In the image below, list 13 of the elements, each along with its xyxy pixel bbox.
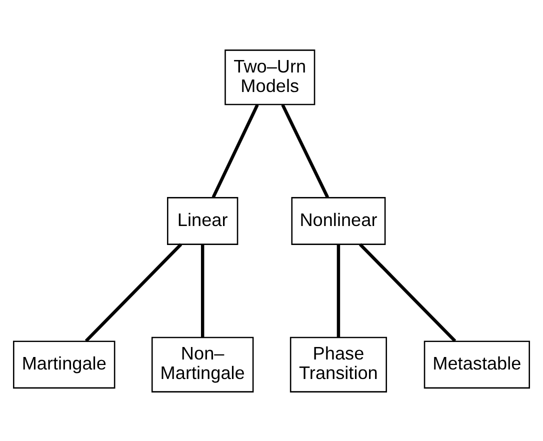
node-box: Two–Urn Models: [224, 49, 316, 105]
node-box: Linear: [167, 196, 238, 244]
connector: [212, 104, 259, 198]
node-box: Metastable: [424, 340, 530, 388]
connector: [336, 244, 340, 337]
node-box: Non– Martingale: [151, 336, 254, 392]
node-box: Nonlinear: [291, 196, 386, 244]
connector: [281, 104, 330, 198]
connector: [200, 244, 204, 337]
node-box: Martingale: [13, 340, 116, 388]
connector: [358, 242, 456, 342]
node-box: Phase Transition: [290, 336, 387, 392]
connector: [84, 242, 182, 342]
